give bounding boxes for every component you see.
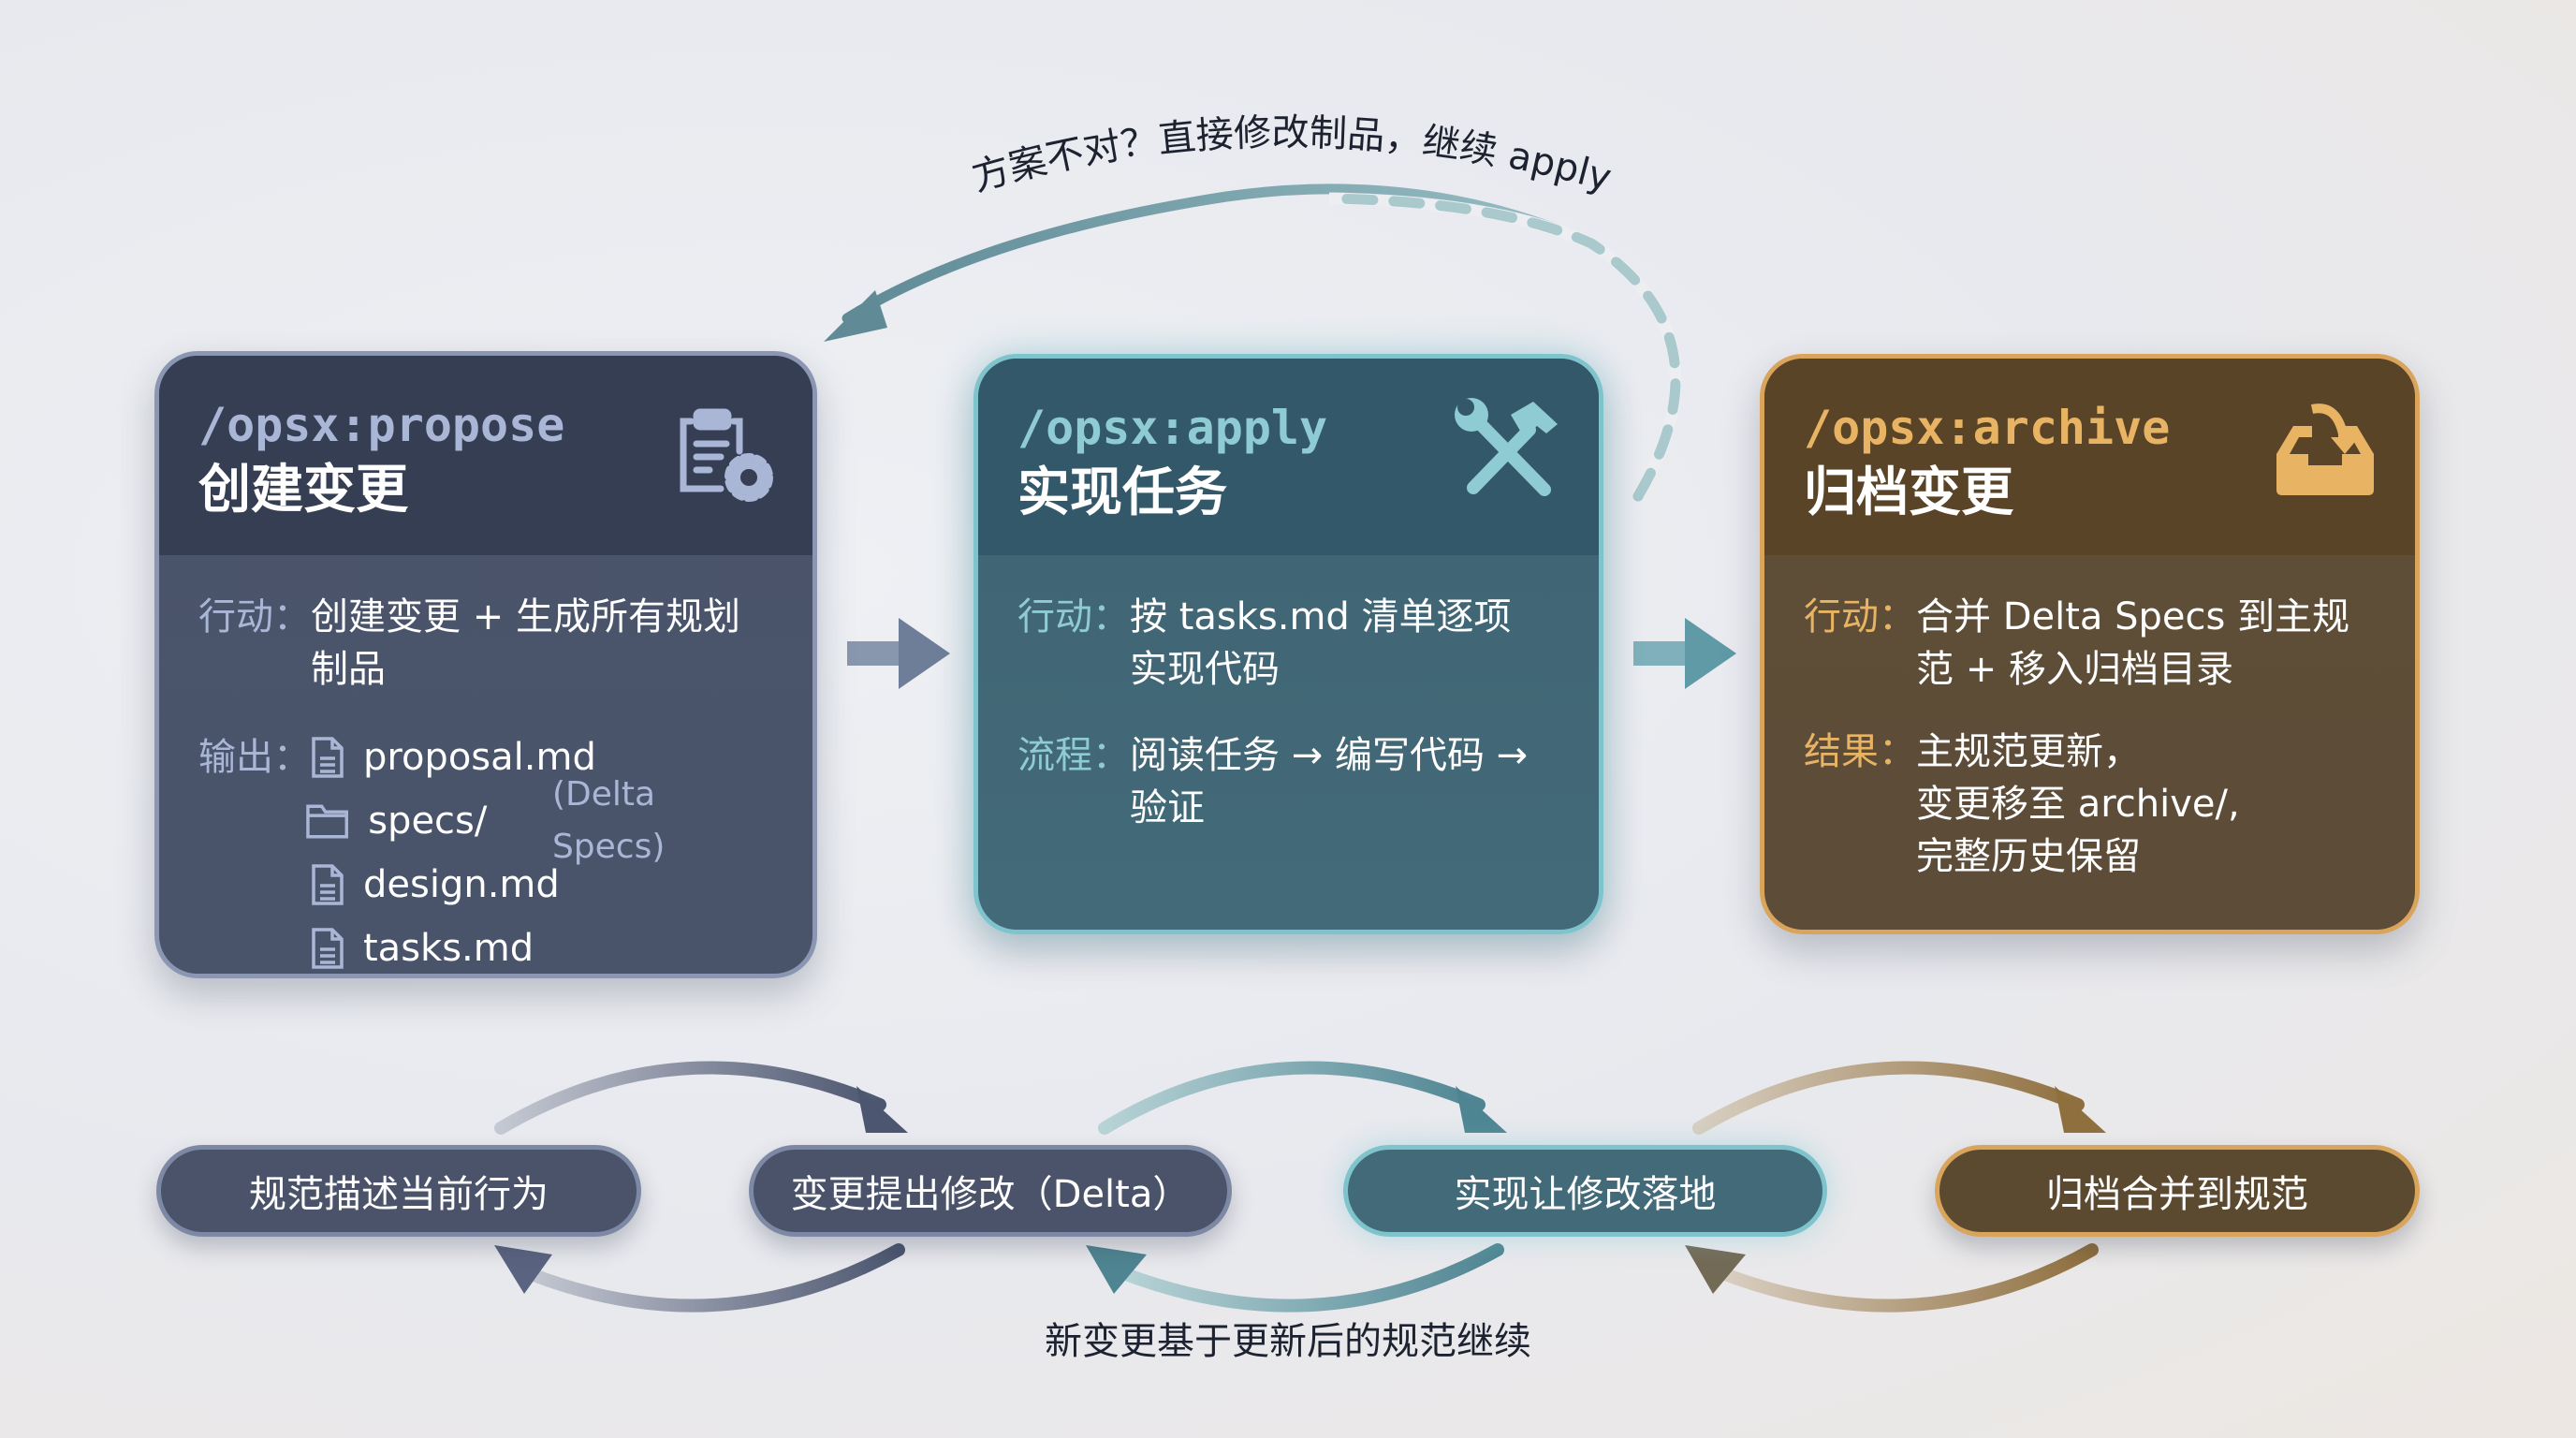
action-row: 行动： 合并 Delta Specs 到主规范 + 移入归档目录: [1804, 591, 2378, 696]
output-file: tasks.md: [311, 917, 775, 974]
command-name: /opsx:propose: [198, 398, 565, 452]
file-icon: [312, 864, 344, 905]
feedback-loop-label: 方案不对？直接修改制品，继续 apply: [967, 111, 1616, 200]
card-title: 创建变更: [198, 460, 408, 521]
file-icon: [312, 737, 344, 778]
action-row: 行动： 创建变更 + 生成所有规划制品: [198, 591, 775, 696]
cycle-caption: 新变更基于更新后的规范继续: [1045, 1320, 1531, 1363]
cycle-step-archive: 归档合并到规范: [1935, 1145, 2420, 1237]
clipboard-gear-icon: [680, 408, 773, 502]
action-text: 创建变更 + 生成所有规划制品: [311, 595, 740, 691]
apply-card: /opsx:apply 实现任务 行动： 按 tasks.md 清单逐项实现代码…: [973, 354, 1603, 934]
action-row: 行动： 按 tasks.md 清单逐项实现代码: [1017, 591, 1561, 696]
result-line: 变更移至 archive/,: [1916, 783, 2240, 826]
archive-inbox-icon: [2276, 404, 2374, 495]
result-line: 主规范更新，: [1916, 730, 2141, 773]
file-name: design.md: [363, 863, 560, 906]
propose-card: /opsx:propose 创建变更 行动： 创建变更 + 生成所有规划制品 输…: [154, 351, 817, 978]
action-label: 行动：: [1017, 595, 1130, 638]
cycle-step-change: 变更提出修改（Delta）: [749, 1145, 1232, 1237]
command-name: /opsx:apply: [1017, 401, 1328, 455]
output-file: proposal.md: [311, 726, 775, 789]
folder-icon: [306, 804, 348, 839]
card-title: 实现任务: [1017, 462, 1227, 523]
folder-name: specs/: [368, 800, 488, 843]
result-row: 结果： 主规范更新， 变更移至 archive/, 完整历史保留: [1804, 726, 2378, 883]
output-label: 输出：: [198, 736, 311, 779]
file-icon: [312, 928, 344, 969]
action-text: 合并 Delta Specs 到主规范 + 移入归档目录: [1916, 595, 2350, 691]
wrench-hammer-icon: [1455, 398, 1558, 496]
folder-note: (Delta Specs): [551, 775, 666, 866]
flow-text: 阅读任务 → 编写代码 → 验证: [1130, 734, 1529, 829]
flow-arrow-2: [1633, 618, 1736, 689]
output-folder: specs/ (Delta Specs): [305, 775, 775, 866]
action-label: 行动：: [198, 595, 311, 638]
command-name: /opsx:archive: [1804, 401, 2171, 455]
result-label: 结果：: [1804, 730, 1916, 773]
output-file: design.md: [311, 853, 775, 917]
result-line: 完整历史保留: [1916, 835, 2141, 878]
cycle-arrows: [494, 1061, 2106, 1313]
action-text: 按 tasks.md 清单逐项实现代码: [1130, 595, 1512, 691]
output-row: 输出： proposal.md specs/ (Delta Specs) desi…: [198, 726, 775, 974]
file-name: proposal.md: [363, 736, 596, 779]
flow-arrow-1: [847, 618, 950, 689]
archive-card: /opsx:archive 归档变更 行动： 合并 Delta Specs 到主…: [1760, 354, 2420, 934]
feedback-arrowhead: [824, 290, 887, 342]
cycle-step-spec: 规范描述当前行为: [156, 1145, 641, 1237]
action-label: 行动：: [1804, 595, 1916, 638]
cycle-step-implement: 实现让修改落地: [1343, 1145, 1827, 1237]
flow-row: 流程： 阅读任务 → 编写代码 → 验证: [1017, 729, 1561, 834]
file-name: tasks.md: [363, 927, 534, 970]
flow-label: 流程：: [1017, 734, 1130, 777]
card-title: 归档变更: [1804, 462, 2013, 523]
